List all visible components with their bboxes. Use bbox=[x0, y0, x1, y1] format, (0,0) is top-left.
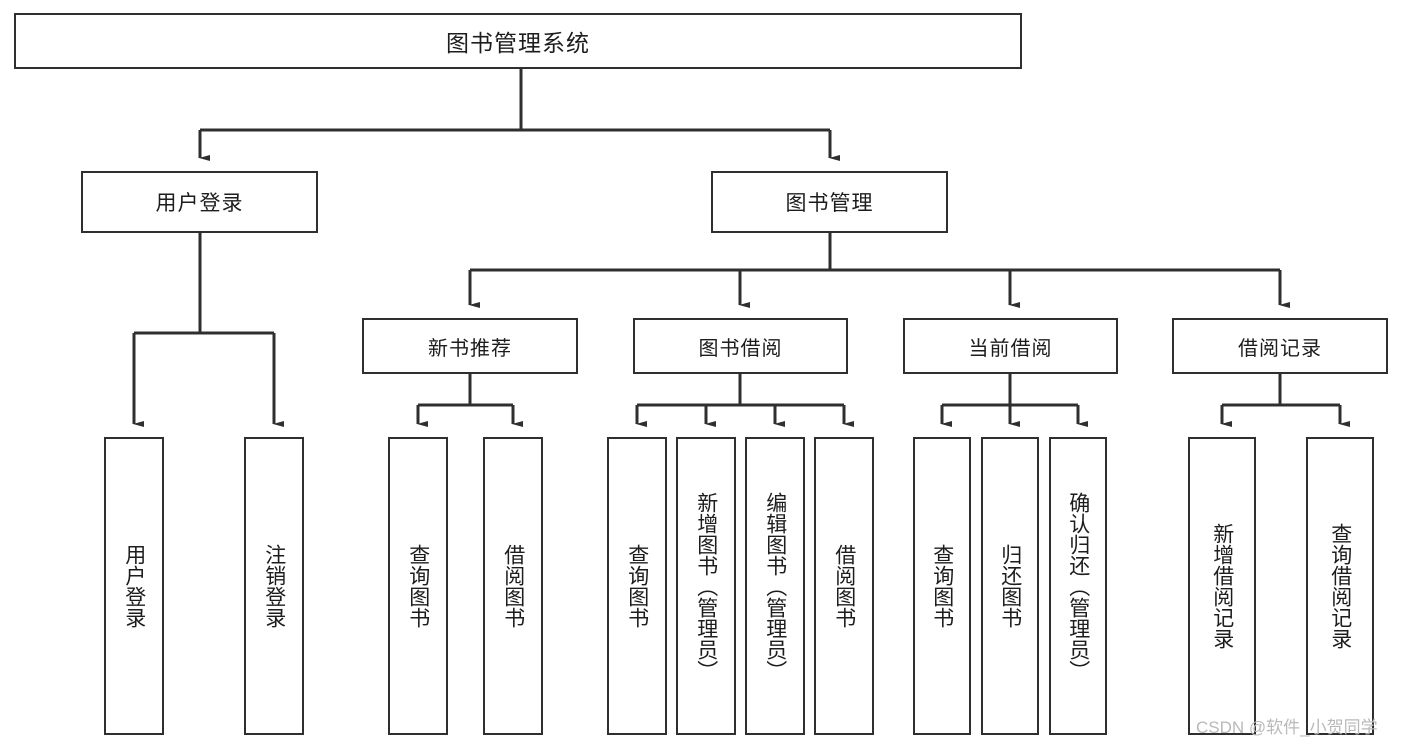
node-label: 查询图书 bbox=[406, 544, 430, 628]
node-book-manage[interactable]: 图书管理 bbox=[711, 171, 948, 233]
node-label: 查询图书 bbox=[930, 544, 954, 628]
node-label: 图书借阅 bbox=[698, 337, 783, 360]
node-leaf-borrow-book[interactable]: 借阅图书 bbox=[814, 437, 874, 735]
node-label: 确认归还（管理员） bbox=[1066, 491, 1090, 681]
node-label: 借阅记录 bbox=[1238, 337, 1322, 360]
node-leaf-query-book-current[interactable]: 查询图书 bbox=[913, 437, 971, 735]
node-leaf-add-borrow-record[interactable]: 新增借阅记录 bbox=[1188, 437, 1256, 735]
node-leaf-query-book-recommend[interactable]: 查询图书 bbox=[388, 437, 448, 735]
node-borrow-record[interactable]: 借阅记录 bbox=[1172, 318, 1388, 374]
node-leaf-return-book[interactable]: 归还图书 bbox=[981, 437, 1039, 735]
node-leaf-confirm-return[interactable]: 确认归还（管理员） bbox=[1049, 437, 1107, 735]
node-label: 新书推荐 bbox=[428, 337, 512, 360]
node-user-login[interactable]: 用户登录 bbox=[81, 171, 318, 233]
node-leaf-borrow-book-recommend[interactable]: 借阅图书 bbox=[483, 437, 543, 735]
node-leaf-user-logout[interactable]: 注销登录 bbox=[244, 437, 304, 735]
node-new-book-recommend[interactable]: 新书推荐 bbox=[362, 318, 578, 374]
node-leaf-edit-book[interactable]: 编辑图书（管理员） bbox=[745, 437, 805, 735]
node-current-borrow[interactable]: 当前借阅 bbox=[903, 318, 1118, 374]
watermark: CSDN @软件_小贺同学 bbox=[1196, 718, 1378, 737]
node-label: 图书管理 bbox=[785, 192, 874, 215]
node-label: 用户登录 bbox=[155, 192, 244, 215]
node-label: 借阅图书 bbox=[501, 544, 525, 628]
node-book-borrow[interactable]: 图书借阅 bbox=[633, 318, 848, 374]
node-label: 编辑图书（管理员） bbox=[763, 491, 787, 681]
node-label: 归还图书 bbox=[998, 544, 1022, 628]
node-root-system[interactable]: 图书管理系统 bbox=[14, 13, 1022, 69]
node-label: 用户登录 bbox=[122, 544, 146, 628]
node-label: 当前借阅 bbox=[968, 337, 1053, 360]
node-label: 图书管理系统 bbox=[446, 30, 590, 56]
node-label: 查询图书 bbox=[625, 544, 649, 628]
node-leaf-query-borrow-record[interactable]: 查询借阅记录 bbox=[1306, 437, 1374, 735]
node-label: 新增图书（管理员） bbox=[694, 491, 718, 681]
node-label: 借阅图书 bbox=[832, 544, 856, 628]
node-leaf-user-login[interactable]: 用户登录 bbox=[104, 437, 164, 735]
node-label: 注销登录 bbox=[262, 544, 286, 628]
node-leaf-query-book-borrow[interactable]: 查询图书 bbox=[607, 437, 667, 735]
node-leaf-add-book[interactable]: 新增图书（管理员） bbox=[676, 437, 736, 735]
node-label: 查询借阅记录 bbox=[1328, 523, 1352, 649]
node-label: 新增借阅记录 bbox=[1210, 523, 1234, 649]
